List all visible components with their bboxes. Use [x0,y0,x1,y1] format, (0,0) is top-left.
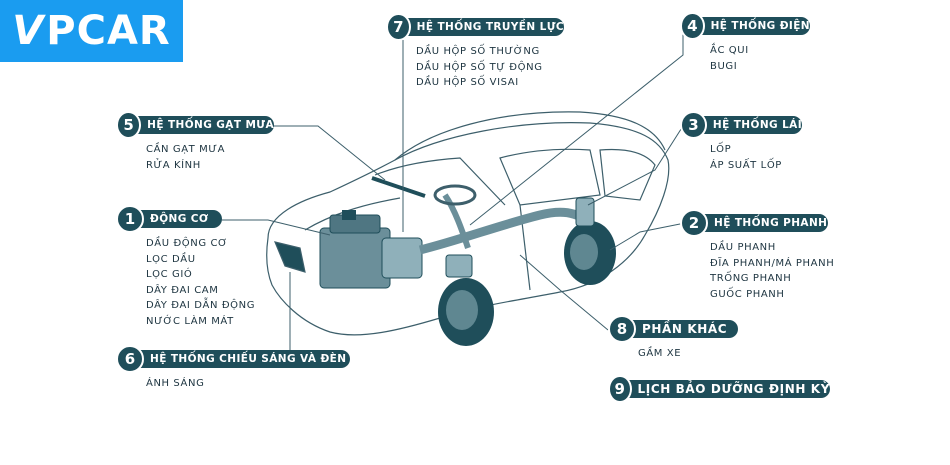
leader-line-1 [222,219,331,236]
list-item: DÂY ĐAI DẪN ĐỘNG [146,300,256,311]
list-item: DẦU HỘP SỐ THƯỜNG [416,46,540,57]
section-8-number: 8 [608,315,636,343]
section-8-bar [618,320,738,338]
section-6-title: HỆ THỐNG CHIẾU SÁNG VÀ ĐÈN [150,353,347,365]
list-item: GUỐC PHANH [710,288,785,300]
section-2-bar [690,214,828,232]
list-item: DẦU ĐỘNG CƠ [146,238,228,249]
section-1-title: ĐỘNG CƠ [150,213,209,225]
section-3-number: 3 [680,111,707,139]
car-body-outline [266,122,670,336]
list-item: ẮC QUI [710,45,749,56]
list-item: DÂY ĐAI CAM [146,284,219,296]
engine-block [319,210,423,289]
section-1-bar [126,210,222,228]
section-5-number: 5 [116,111,142,139]
section-3-title: HỆ THỐNG LÁI [712,119,802,131]
section-5-wipers: 5 HỆ THỐNG GẠT MƯA CẦN GẠT MƯA RỬA KÍNH [116,111,274,173]
section-1-engine: 1 ĐỘNG CƠ DẦU ĐỘNG CƠ LỌC DẦU LỌC GIÓ DÂ… [116,205,255,329]
list-item: DẦU HỘP SỐ TỰ ĐỘNG [416,61,543,73]
list-item: GẦM XE [638,348,682,359]
section-7-bar [396,18,564,36]
car-side-window [499,148,601,206]
section-6-items: ÁNH SÁNG [116,376,350,392]
list-item: LỐP [710,144,732,155]
leader-line-2 [609,222,686,251]
list-item: DẦU PHANH [710,242,776,253]
section-2-number: 2 [680,209,708,237]
section-1-number: 1 [116,205,144,233]
drivetrain [418,207,588,255]
section-6-lighting: 6 HỆ THỐNG CHIẾU SÁNG VÀ ĐÈN ÁNH SÁNG [116,345,350,392]
section-2-items: DẦU PHANH ĐĨA PHANH/MÁ PHANH TRỐNG PHANH… [680,240,834,302]
leader-line-4 [469,30,684,226]
section-8-title: PHẦN KHÁC [642,322,728,336]
section-7-number: 7 [386,13,411,41]
list-item: DẦU HỘP SỐ VISAI [416,77,519,88]
list-item: ÁP SUẤT LỐP [710,159,782,171]
section-7-title: HỆ THỐNG TRUYỀN LỰC [416,21,564,33]
car-roof-line [394,111,666,161]
section-4-electrical: 4 HỆ THỐNG ĐIỆN ẮC QUI BUGI [680,12,810,74]
leader-line-8 [519,254,609,331]
leader-line-3 [587,125,684,206]
section-3-items: LỐP ÁP SUẤT LỐP [680,142,802,173]
list-item: NƯỚC LÀM MÁT [146,315,234,327]
wiper-blade [371,176,426,198]
section-4-items: ẮC QUI BUGI [680,43,810,74]
car-headlight [273,241,306,273]
section-7-drivetrain: 7 HỆ THỐNG TRUYỀN LỰC DẦU HỘP SỐ THƯỜNG … [386,13,564,91]
section-8-other: 8 PHẦN KHÁC GẦM XE [608,315,738,362]
section-1-items: DẦU ĐỘNG CƠ LỌC DẦU LỌC GIÓ DÂY ĐAI CAM … [116,236,255,329]
section-9-bar [618,380,830,398]
leader-line-5 [270,125,386,181]
section-2-title: HỆ THỐNG PHANH [714,217,828,229]
list-item: ÁNH SÁNG [146,378,205,389]
section-9-maintenance-schedule: 9 LỊCH BẢO DƯỠNG ĐỊNH KỲ [608,375,830,403]
section-6-number: 6 [116,345,144,373]
section-9-number: 9 [608,375,632,403]
section-8-items: GẦM XE [608,346,738,362]
section-6-bar [126,350,350,368]
list-item: BUGI [710,60,738,72]
section-9-title: LỊCH BẢO DƯỠNG ĐỊNH KỲ [637,382,830,396]
rear-wheel [564,197,616,285]
section-5-items: CẦN GẠT MƯA RỬA KÍNH [116,142,274,173]
section-7-items: DẦU HỘP SỐ THƯỜNG DẦU HỘP SỐ TỰ ĐỘNG DẦU… [386,44,564,91]
section-5-bar [126,116,274,134]
car-rear-window [599,148,656,201]
list-item: LỌC DẦU [146,253,196,265]
logo-v-mark: V [12,8,45,54]
list-item: RỬA KÍNH [146,159,201,171]
steering-column [442,193,471,249]
steering-wheel [433,184,477,206]
section-5-title: HỆ THỐNG GẠT MƯA [147,119,274,131]
section-4-bar [690,17,810,35]
vpcar-logo: V PCAR [0,0,183,62]
car-windshield [374,157,506,206]
list-item: CẦN GẠT MƯA [146,144,226,155]
section-4-number: 4 [680,12,705,40]
list-item: LỌC GIÓ [146,269,193,280]
logo-text: PCAR [46,8,171,54]
list-item: ĐĨA PHANH/MÁ PHANH [710,257,835,269]
section-4-title: HỆ THỐNG ĐIỆN [710,20,810,32]
front-wheel [438,254,494,346]
section-2-brakes: 2 HỆ THỐNG PHANH DẦU PHANH ĐĨA PHANH/MÁ … [680,209,834,302]
section-3-steering: 3 HỆ THỐNG LÁI LỐP ÁP SUẤT LỐP [680,111,802,173]
section-3-bar [690,116,802,134]
list-item: TRỐNG PHANH [710,273,792,284]
